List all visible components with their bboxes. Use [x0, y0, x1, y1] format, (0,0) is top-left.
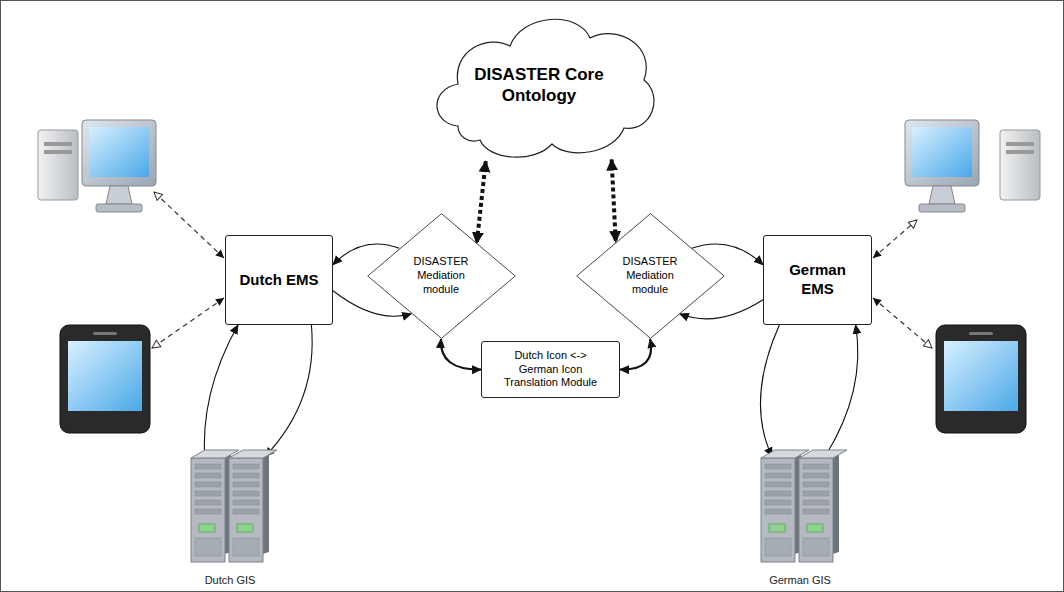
server-label: Dutch GIS [180, 574, 280, 588]
node-label: DISASTER Mediation module [615, 255, 685, 296]
connector [204, 325, 238, 462]
connector [825, 325, 858, 457]
node-label: Dutch EMS [239, 271, 318, 290]
gis-server: Dutch GIS [180, 448, 280, 590]
computer-icon [38, 120, 156, 212]
device-link [152, 192, 932, 348]
ontology-link [612, 160, 616, 242]
translation-box: Dutch Icon <-> German Icon Translation M… [481, 341, 620, 398]
cloud-outline [418, 4, 660, 166]
computer-icon [905, 120, 1040, 212]
ontology-link [477, 161, 486, 243]
node-label: DISASTER Core Ontology [464, 64, 614, 107]
connector [441, 339, 481, 370]
ems-box: German EMS [763, 235, 872, 325]
gis-server: German GIS [750, 448, 850, 590]
ems-box: Dutch EMS [225, 235, 333, 325]
node-label: Dutch Icon <-> German Icon Translation M… [496, 349, 606, 390]
phone-icon [60, 325, 150, 433]
connector [620, 339, 651, 370]
node-label: DISASTER Mediation module [406, 255, 476, 296]
server-icon [180, 448, 280, 590]
mediation-diamond: DISASTER Mediation module [367, 213, 516, 339]
connector [760, 325, 779, 457]
phone-icon [936, 325, 1026, 433]
node-label: German EMS [778, 261, 858, 299]
connector [265, 325, 312, 457]
ontology-cloud: DISASTER Core Ontology [418, 4, 660, 166]
server-icon [750, 448, 850, 590]
mediation-diamond: DISASTER Mediation module [576, 213, 725, 339]
server-label: German GIS [750, 574, 850, 588]
